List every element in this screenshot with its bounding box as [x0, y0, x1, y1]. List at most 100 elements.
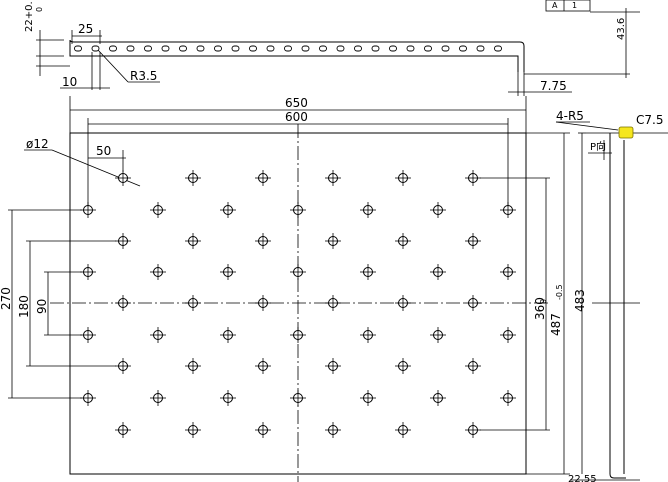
slot-icon — [301, 45, 310, 52]
hole-icon — [185, 295, 201, 311]
width-overall-text: 650 — [285, 96, 308, 110]
hole-icon — [430, 202, 446, 218]
dim-right-height: 43.6 — [524, 8, 640, 78]
slot-icon — [389, 45, 397, 52]
right-height-text: 43.6 — [616, 18, 627, 40]
hole-icon — [325, 170, 341, 186]
hole-icon — [150, 327, 166, 343]
dim-right-heights: 360 487 0 -0.5 483 — [480, 132, 587, 475]
dim-hole-dia: ø12 50 — [24, 137, 141, 187]
hole-icon — [220, 202, 236, 218]
height-360-text: 360 — [533, 297, 547, 320]
slot-icon — [459, 45, 467, 52]
right-offset-text: 7.75 — [540, 79, 567, 93]
title-block: A 1 — [545, 0, 591, 12]
slot-icon — [196, 45, 205, 52]
slot-icon — [441, 45, 450, 52]
hole-icon — [115, 233, 131, 249]
slot-icon — [476, 45, 485, 52]
hole-icon — [290, 202, 306, 218]
hole-icon — [430, 327, 446, 343]
slot-icon — [161, 45, 170, 52]
hole-icon — [80, 264, 96, 280]
hole-icon — [80, 327, 96, 343]
hole-icon — [115, 295, 131, 311]
slot-icon — [109, 45, 117, 52]
hole-icon — [325, 422, 341, 438]
top-tol-text: 22+0. — [24, 1, 35, 32]
hole-icon — [430, 264, 446, 280]
hole-icon — [290, 264, 306, 280]
slot-icon — [144, 45, 152, 52]
chamfer-text: C7.5 — [636, 113, 663, 127]
main-plate — [50, 124, 548, 482]
dim-widths: 650 600 — [69, 96, 527, 214]
hole-icon — [255, 358, 271, 374]
slot-icon — [406, 45, 415, 52]
slot-edge-text: 10 — [62, 75, 77, 89]
hole-icon — [395, 295, 411, 311]
slot-icon — [126, 45, 135, 52]
side-profile-view: 4-R5 C7.5 P向 22.55 — [555, 109, 668, 482]
slot-icon — [494, 45, 502, 52]
hole-icon — [150, 264, 166, 280]
hole-grid — [80, 170, 516, 438]
hole-icon — [220, 264, 236, 280]
hole-icon — [395, 422, 411, 438]
hole-icon — [220, 390, 236, 406]
hole-icon — [395, 233, 411, 249]
hole-icon — [115, 358, 131, 374]
width-holes-text: 600 — [285, 110, 308, 124]
slot-radius-text: R3.5 — [130, 69, 157, 83]
hole-icon — [185, 170, 201, 186]
height-180-text: 180 — [17, 295, 31, 318]
height-487-tol-bot: -0.5 — [555, 284, 564, 300]
hole-icon — [220, 327, 236, 343]
height-483-text: 483 — [573, 289, 587, 312]
hole-icon — [500, 327, 516, 343]
hole-icon — [465, 170, 481, 186]
hole-icon — [255, 233, 271, 249]
hole-icon — [500, 264, 516, 280]
hole-icon — [255, 170, 271, 186]
view-label-text: P向 — [590, 140, 606, 153]
slot-icon — [284, 45, 292, 52]
dim-slot-pitch: 25 — [71, 22, 102, 44]
slot-icon — [249, 45, 257, 52]
slot-icon — [266, 45, 275, 52]
height-487-tol-top: 0 — [539, 299, 548, 304]
slot-icon — [424, 45, 432, 52]
hole-offset-text: 50 — [96, 144, 111, 158]
height-487-text: 487 — [549, 313, 563, 336]
hole-icon — [395, 170, 411, 186]
titleblock-b: 1 — [572, 1, 577, 10]
hole-icon — [430, 390, 446, 406]
hole-icon — [255, 295, 271, 311]
slot-icon — [371, 45, 380, 52]
hole-icon — [150, 202, 166, 218]
hole-icon — [465, 422, 481, 438]
slot-icon — [91, 45, 100, 52]
hole-icon — [150, 390, 166, 406]
hole-icon — [80, 202, 96, 218]
hole-icon — [255, 422, 271, 438]
hole-icon — [465, 295, 481, 311]
dim-slot-edge: 10 R3.5 — [60, 49, 160, 90]
slot-icon — [214, 45, 222, 52]
chamfer-highlight-icon — [618, 126, 634, 139]
hole-icon — [360, 327, 376, 343]
dim-right-offset: 7.75 — [508, 79, 572, 93]
slot-row — [74, 45, 502, 52]
slot-pitch-text: 25 — [78, 22, 93, 36]
hole-icon — [500, 202, 516, 218]
hole-icon — [115, 170, 131, 186]
top-tol-sub: 0 — [35, 7, 44, 12]
hole-icon — [500, 390, 516, 406]
hole-icon — [360, 264, 376, 280]
hole-icon — [395, 358, 411, 374]
hole-icon — [80, 390, 96, 406]
hole-icon — [290, 390, 306, 406]
titleblock-a: A — [552, 1, 558, 10]
top-strip-view — [69, 39, 525, 96]
